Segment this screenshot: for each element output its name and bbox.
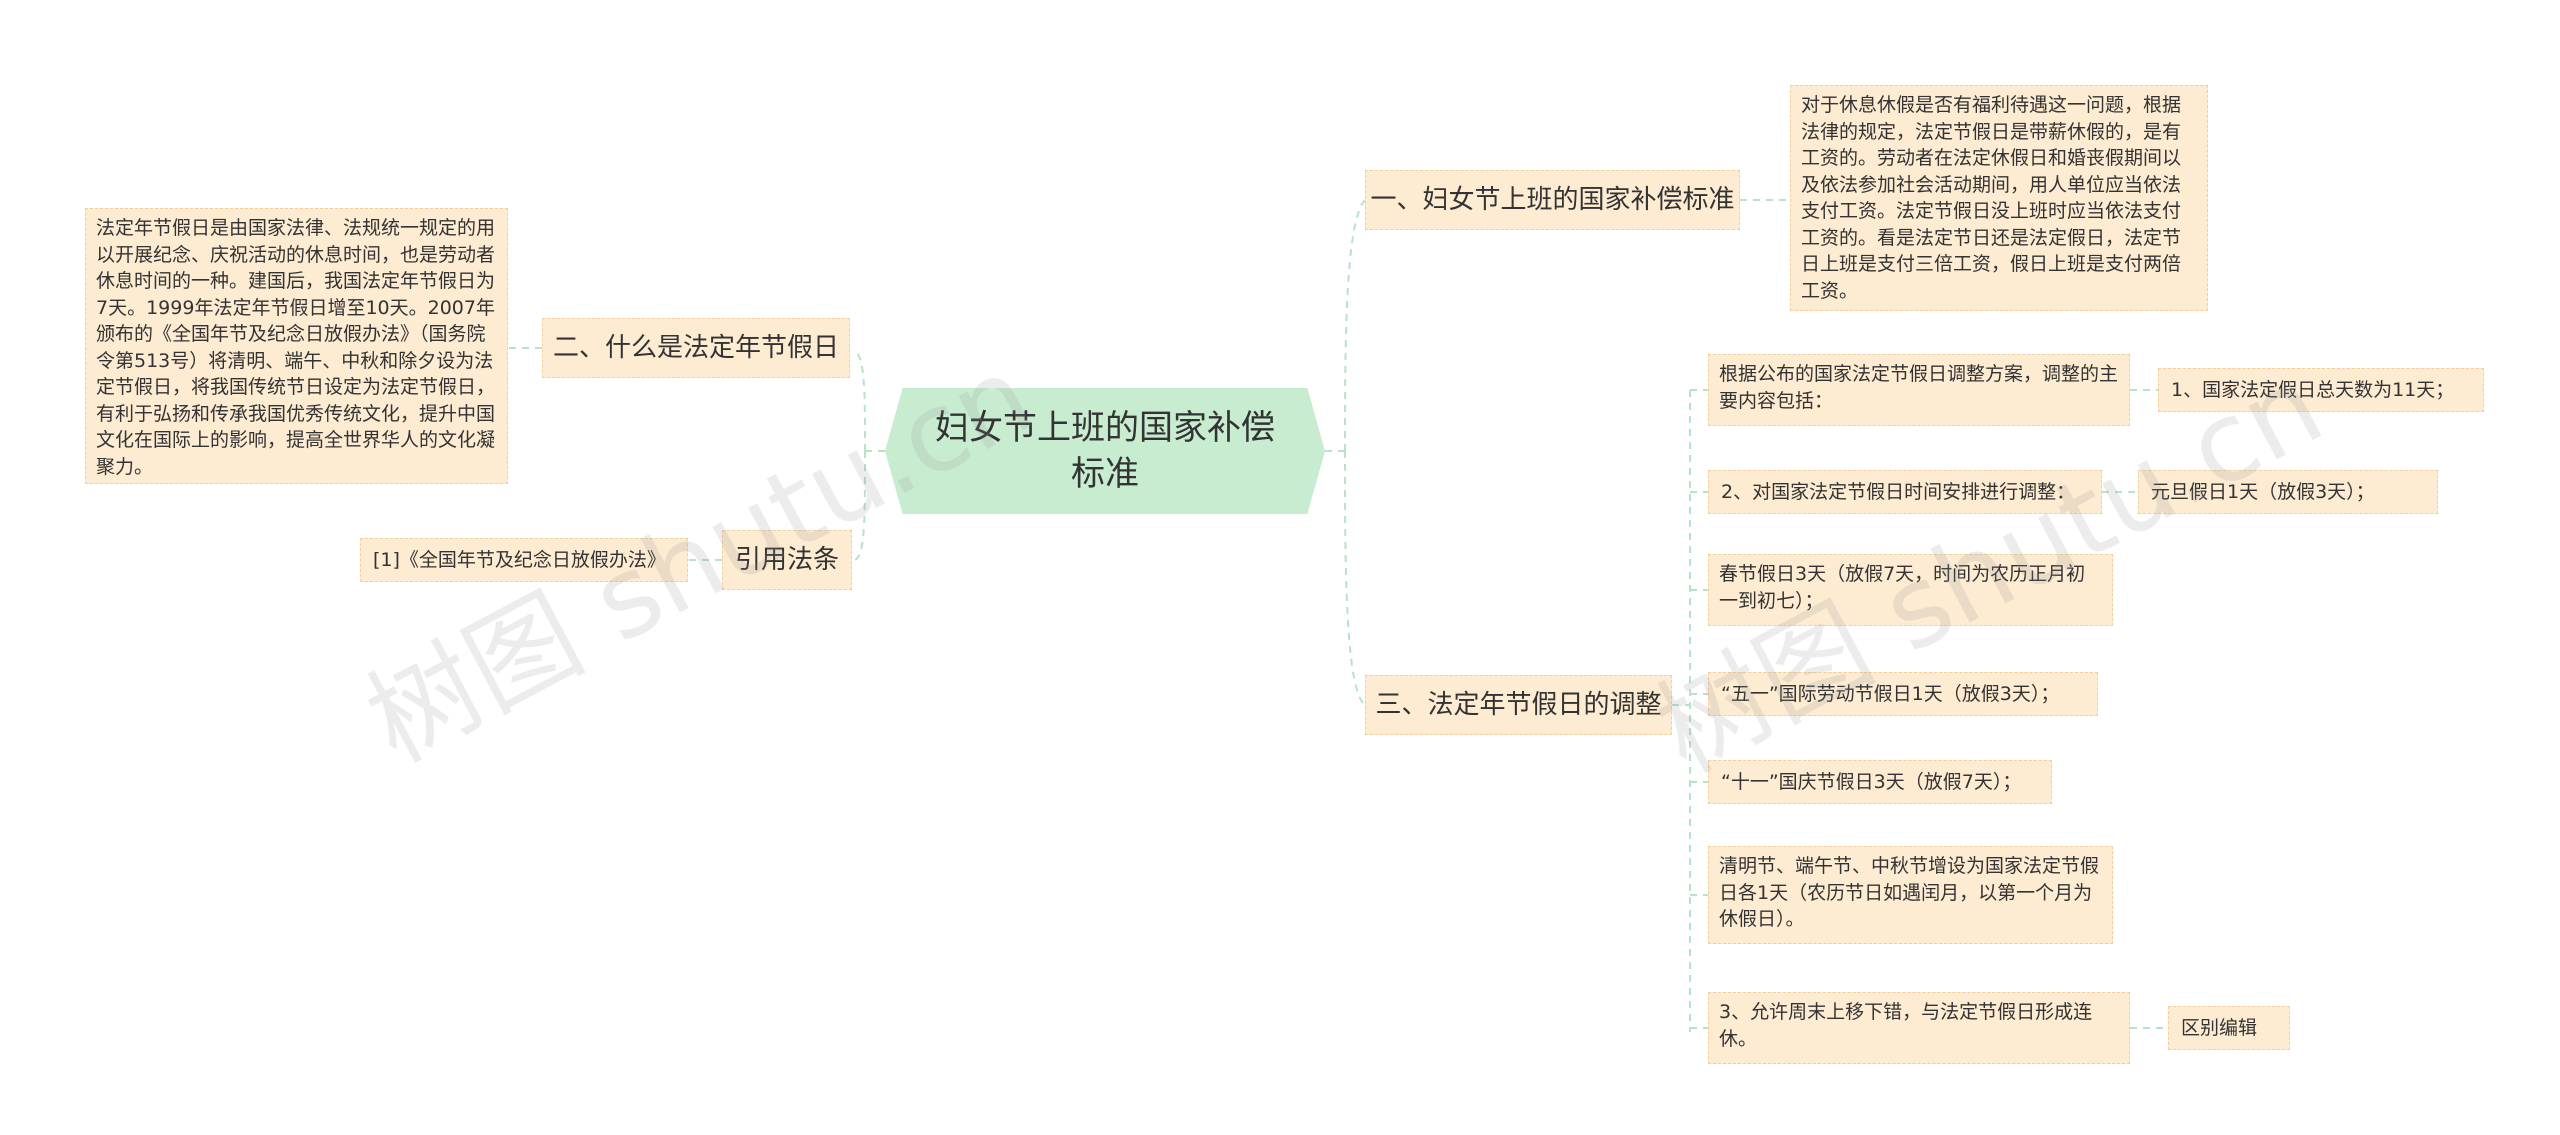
detail-what-is-holiday[interactable]: 法定年节假日是由国家法律、法规统一规定的用以开展纪念、庆祝活动的休息时间，也是劳… — [85, 208, 508, 484]
link-left-to-ref — [854, 450, 866, 561]
adjustment-item-schedule[interactable]: 2、对国家法定节假日时间安排进行调整： — [1708, 470, 2102, 514]
sub-total-days[interactable]: 1、国家法定假日总天数为11天； — [2158, 368, 2484, 412]
sub-new-year[interactable]: 元旦假日1天（放假3天）； — [2138, 470, 2438, 514]
root-topic[interactable]: 妇女节上班的国家补偿标准 — [885, 388, 1325, 514]
detail-cited-law[interactable]: [1]《全国年节及纪念日放假办法》 — [360, 538, 688, 582]
branch-holiday-adjustment[interactable]: 三、法定年节假日的调整 — [1365, 675, 1672, 735]
branch-compensation-standard[interactable]: 一、妇女节上班的国家补偿标准 — [1365, 170, 1740, 230]
branch-what-is-holiday[interactable]: 二、什么是法定年节假日 — [542, 318, 850, 378]
adjustment-item-traditional-festivals[interactable]: 清明节、端午节、中秋节增设为国家法定节假日各1天（农历节日如遇闰月，以第一个月为… — [1708, 846, 2113, 944]
detail-compensation-standard[interactable]: 对于休息休假是否有福利待遇这一问题，根据法律的规定，法定节假日是带薪休假的，是有… — [1790, 85, 2208, 311]
link-trunk-right — [1344, 199, 1366, 452]
adjustment-item-national-day[interactable]: “十一”国庆节假日3天（放假7天）； — [1708, 760, 2052, 804]
adjustment-item-intro[interactable]: 根据公布的国家法定节假日调整方案，调整的主要内容包括： — [1708, 354, 2130, 426]
branch-cited-law[interactable]: 引用法条 — [722, 530, 852, 590]
adjustment-item-weekend-shift[interactable]: 3、允许周末上移下错，与法定节假日形成连休。 — [1708, 992, 2130, 1064]
sub-edit-link[interactable]: 区别编辑 — [2168, 1006, 2290, 1050]
link-to-branch-three — [1344, 450, 1366, 706]
link-left-to-two — [854, 349, 866, 452]
adjustment-item-spring-festival[interactable]: 春节假日3天（放假7天，时间为农历正月初一到初七）； — [1708, 554, 2113, 626]
adjustment-item-labour-day[interactable]: “五一”国际劳动节假日1天（放假3天）； — [1708, 672, 2098, 716]
